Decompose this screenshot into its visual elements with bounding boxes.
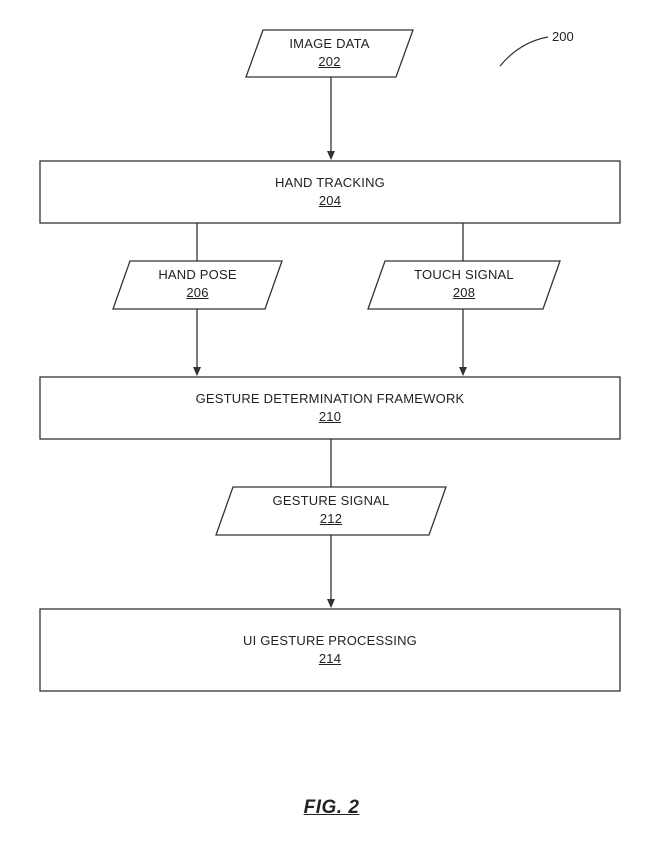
node-gesture-framework: GESTURE DETERMINATION FRAMEWORK 210 bbox=[40, 390, 620, 426]
node-hand-tracking-shape bbox=[39, 160, 621, 224]
figure-caption: FIG. 2 bbox=[303, 797, 360, 818]
node-image-data-label: IMAGE DATA bbox=[289, 36, 370, 51]
node-ui-processing-shape bbox=[39, 608, 621, 692]
node-gesture-framework-shape bbox=[39, 376, 621, 440]
node-gesture-framework-number: 210 bbox=[318, 409, 342, 424]
node-image-data: IMAGE DATA 202 bbox=[246, 35, 413, 71]
node-hand-pose: HAND POSE 206 bbox=[113, 266, 282, 302]
node-touch-signal-label: TOUCH SIGNAL bbox=[414, 267, 514, 282]
node-touch-signal-shape bbox=[367, 260, 561, 310]
node-gesture-framework-label: GESTURE DETERMINATION FRAMEWORK bbox=[195, 391, 465, 406]
node-gesture-signal-shape bbox=[215, 486, 447, 536]
node-image-data-number: 202 bbox=[318, 54, 341, 69]
node-gesture-signal: GESTURE SIGNAL 212 bbox=[216, 492, 446, 528]
reference-leader-line bbox=[499, 36, 549, 67]
node-hand-pose-shape bbox=[112, 260, 283, 310]
node-image-data-shape bbox=[245, 29, 414, 78]
node-ui-processing: UI GESTURE PROCESSING 214 bbox=[40, 632, 620, 668]
node-hand-tracking: HAND TRACKING 204 bbox=[40, 174, 620, 210]
node-hand-tracking-number: 204 bbox=[318, 193, 342, 208]
node-touch-signal-number: 208 bbox=[452, 285, 476, 300]
node-gesture-signal-label: GESTURE SIGNAL bbox=[272, 493, 390, 508]
node-hand-pose-number: 206 bbox=[186, 285, 209, 300]
figure-reference-number: 200 bbox=[552, 29, 574, 44]
node-hand-tracking-label: HAND TRACKING bbox=[275, 175, 385, 190]
node-gesture-signal-number: 212 bbox=[319, 511, 343, 526]
node-hand-pose-label: HAND POSE bbox=[158, 267, 237, 282]
node-touch-signal: TOUCH SIGNAL 208 bbox=[368, 266, 560, 302]
node-ui-processing-label: UI GESTURE PROCESSING bbox=[243, 633, 417, 648]
node-ui-processing-number: 214 bbox=[318, 651, 342, 666]
